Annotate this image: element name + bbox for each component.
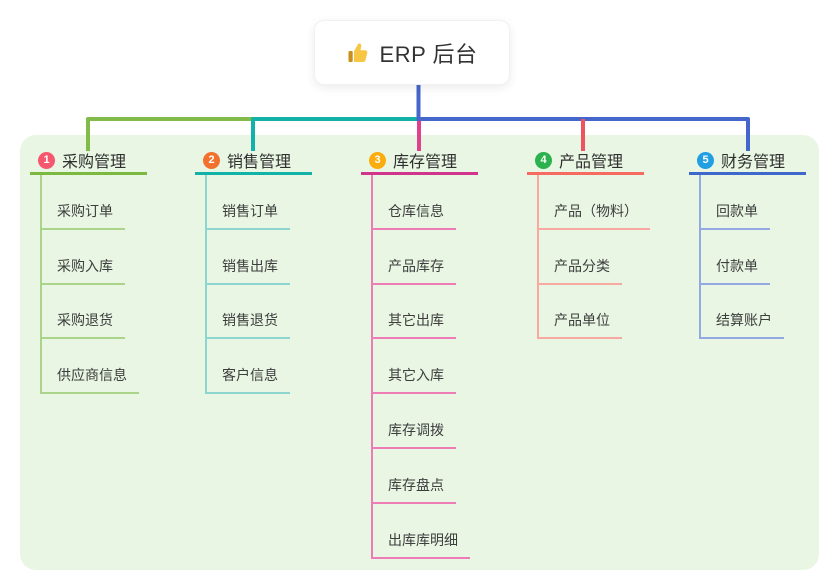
child-label: 结算账户 [701, 310, 784, 340]
child-label: 销售订单 [207, 201, 290, 230]
branch-product: 4 产品管理 产品（物料） 产品分类 产品单位 [527, 148, 650, 340]
branch-number-badge: 2 [203, 151, 220, 169]
child-node[interactable]: 付款单 [701, 230, 806, 285]
branch-purchase: 1 采购管理 采购订单 采购入库 采购退货 供应商信息 [30, 148, 147, 395]
child-node[interactable]: 供应商信息 [42, 339, 147, 395]
child-node[interactable]: 销售退货 [207, 285, 312, 340]
child-node[interactable]: 库存盘点 [373, 449, 478, 504]
branch-inventory: 3 库存管理 仓库信息 产品库存 其它出库 其它入库 库存调拨 库存盘点 出库库… [361, 148, 478, 559]
branch-number-badge: 5 [697, 151, 714, 169]
branch-finance: 5 财务管理 回款单 付款单 结算账户 [689, 148, 806, 340]
child-node[interactable]: 出库库明细 [373, 504, 478, 559]
branch-label: 采购管理 [62, 154, 127, 171]
child-node[interactable]: 采购订单 [42, 175, 147, 230]
branch-sales: 2 销售管理 销售订单 销售出库 销售退货 客户信息 [195, 148, 312, 395]
child-label: 供应商信息 [42, 365, 139, 395]
child-label: 采购订单 [42, 201, 125, 230]
child-label: 付款单 [701, 256, 770, 285]
branch-label: 库存管理 [393, 154, 458, 171]
child-node[interactable]: 其它入库 [373, 339, 478, 395]
child-node[interactable]: 其它出库 [373, 285, 478, 340]
branch-children: 仓库信息 产品库存 其它出库 其它入库 库存调拨 库存盘点 出库库明细 [371, 175, 478, 559]
branch-label: 产品管理 [559, 154, 624, 171]
child-label: 产品单位 [539, 310, 622, 340]
child-node[interactable]: 产品（物料） [539, 175, 650, 230]
child-label: 采购退货 [42, 310, 125, 340]
branch-label: 财务管理 [721, 154, 786, 171]
branch-node-inventory[interactable]: 3 库存管理 [361, 148, 478, 175]
child-node[interactable]: 产品单位 [539, 285, 644, 340]
child-label: 库存盘点 [373, 475, 456, 504]
child-label: 销售出库 [207, 256, 290, 285]
child-node[interactable]: 产品库存 [373, 230, 478, 285]
branch-node-finance[interactable]: 5 财务管理 [689, 148, 806, 175]
branch-number-badge: 4 [535, 151, 552, 169]
root-node-erp[interactable]: ERP 后台 [314, 20, 510, 85]
child-node[interactable]: 仓库信息 [373, 175, 478, 230]
child-node[interactable]: 采购退货 [42, 285, 147, 340]
child-node[interactable]: 产品分类 [539, 230, 644, 285]
child-label: 产品分类 [539, 256, 622, 285]
child-label: 库存调拨 [373, 420, 456, 449]
child-label: 仓库信息 [373, 201, 456, 230]
branch-number-badge: 1 [38, 151, 55, 169]
branch-node-purchase[interactable]: 1 采购管理 [30, 148, 147, 175]
child-node[interactable]: 回款单 [701, 175, 806, 230]
child-label: 出库库明细 [373, 530, 470, 559]
child-label: 产品库存 [373, 256, 456, 285]
branch-children: 采购订单 采购入库 采购退货 供应商信息 [40, 175, 147, 395]
child-node[interactable]: 库存调拨 [373, 394, 478, 449]
branch-node-product[interactable]: 4 产品管理 [527, 148, 644, 175]
child-node[interactable]: 客户信息 [207, 339, 312, 395]
branch-label: 销售管理 [227, 154, 292, 171]
child-label: 采购入库 [42, 256, 125, 285]
child-node[interactable]: 采购入库 [42, 230, 147, 285]
child-label: 其它出库 [373, 310, 456, 340]
child-node[interactable]: 结算账户 [701, 285, 806, 340]
mindmap-background-panel [20, 135, 819, 570]
child-node[interactable]: 销售出库 [207, 230, 312, 285]
child-label: 回款单 [701, 201, 770, 230]
child-label: 客户信息 [207, 365, 290, 395]
child-label: 其它入库 [373, 365, 456, 395]
child-node[interactable]: 销售订单 [207, 175, 312, 230]
branch-node-sales[interactable]: 2 销售管理 [195, 148, 312, 175]
thumbs-up-icon [347, 41, 371, 65]
root-node-title: ERP 后台 [379, 41, 478, 67]
branch-children: 产品（物料） 产品分类 产品单位 [537, 175, 650, 340]
child-label: 产品（物料） [539, 201, 650, 230]
branch-number-badge: 3 [369, 151, 386, 169]
branch-children: 销售订单 销售出库 销售退货 客户信息 [205, 175, 312, 395]
branch-children: 回款单 付款单 结算账户 [699, 175, 806, 340]
child-label: 销售退货 [207, 310, 290, 340]
